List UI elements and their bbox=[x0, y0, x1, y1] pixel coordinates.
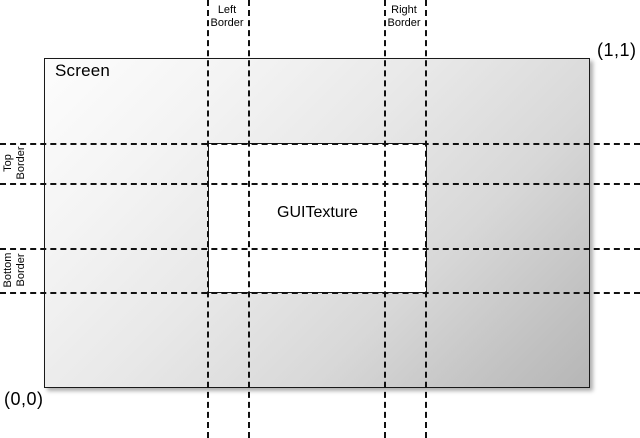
right-border-annotation-line2: Border bbox=[387, 16, 421, 29]
bottom-border-annotation: Bottom Border bbox=[2, 239, 28, 301]
guide-line-top-border-outer bbox=[0, 143, 640, 145]
left-border-annotation: Left Border bbox=[197, 4, 257, 30]
right-border-annotation-line1: Right bbox=[391, 4, 417, 16]
guide-line-right-border-outer bbox=[425, 0, 427, 438]
guitexture-rectangle bbox=[208, 143, 427, 293]
guide-line-left-border-outer bbox=[207, 0, 209, 438]
top-border-annotation: Top Border bbox=[2, 132, 28, 194]
top-border-annotation-line2: Border bbox=[14, 146, 27, 180]
guide-line-top-border-inner bbox=[0, 183, 640, 185]
bottom-border-annotation-line2: Border bbox=[14, 253, 27, 287]
left-border-annotation-line1: Left bbox=[217, 4, 237, 16]
left-border-annotation-line2: Border bbox=[210, 16, 244, 29]
right-border-annotation: Right Border bbox=[374, 4, 434, 30]
top-border-annotation-line1: Top bbox=[2, 154, 14, 172]
guide-line-bottom-border-outer bbox=[0, 292, 640, 294]
guitexture-label: GUITexture bbox=[277, 204, 358, 221]
screen-label: Screen bbox=[55, 61, 111, 80]
coordinate-label-top-right: (1,1) bbox=[597, 40, 637, 60]
coordinate-label-bottom-left: (0,0) bbox=[4, 389, 44, 409]
guide-line-bottom-border-inner bbox=[0, 248, 640, 250]
guide-line-right-border-inner bbox=[384, 0, 386, 438]
bottom-border-annotation-line1: Bottom bbox=[2, 252, 14, 288]
guide-line-left-border-inner bbox=[248, 0, 250, 438]
